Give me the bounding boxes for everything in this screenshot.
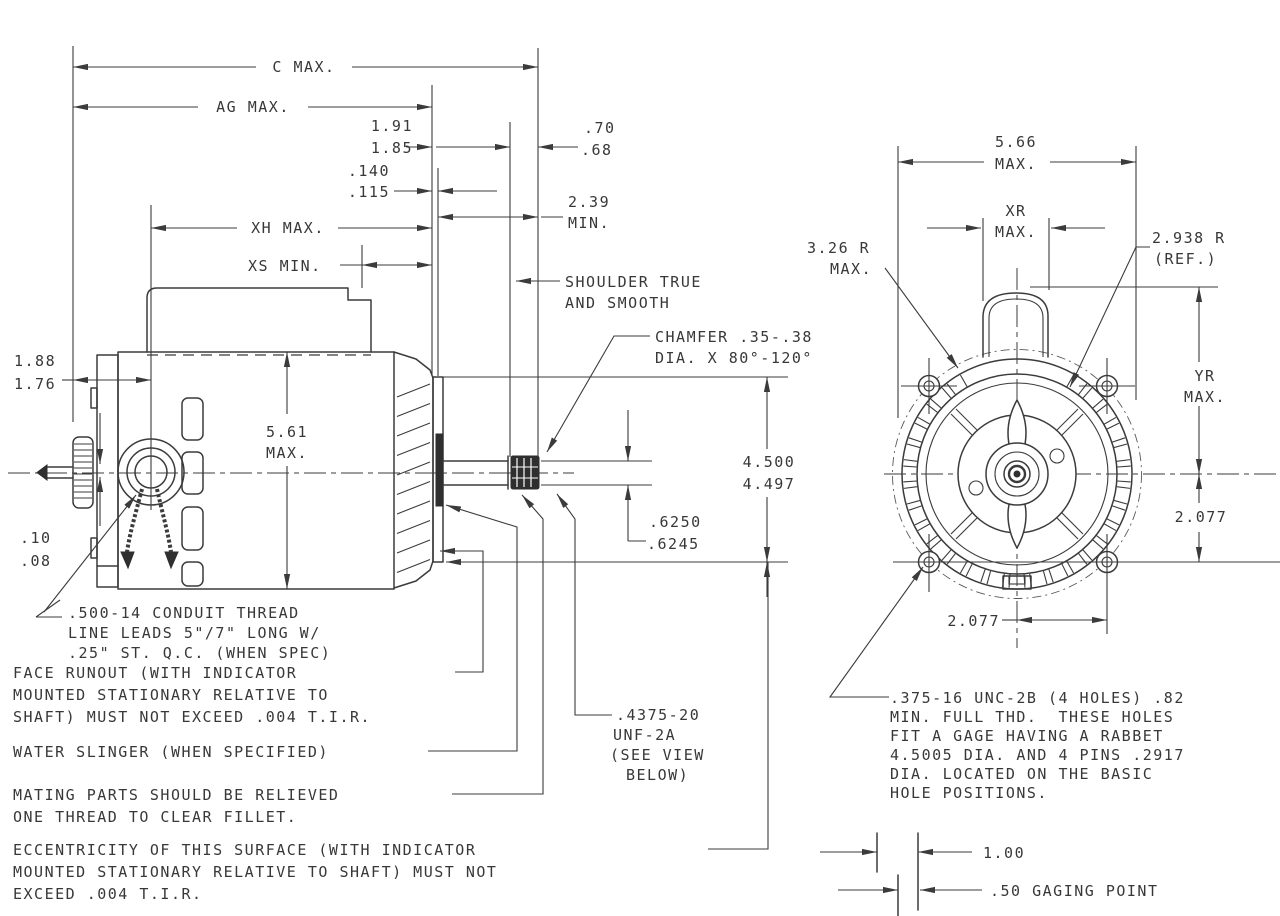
dimension-lines	[62, 63, 771, 597]
lead-wire-left	[125, 488, 144, 553]
dim-6245: .6245	[647, 535, 700, 553]
left-end-plate	[96, 354, 119, 588]
dim-2938r-ref: (REF.)	[1154, 250, 1217, 268]
dim-239: 2.39	[568, 193, 610, 211]
frame-ring-inner	[916, 373, 1118, 575]
note-conduit-1: .500-14 CONDUIT THREAD	[68, 604, 300, 622]
dim-2938r: 2.938 R	[1152, 229, 1226, 247]
note-face-runout-2: MOUNTED STATIONARY RELATIVE TO	[13, 686, 329, 704]
dim-566-max: MAX.	[995, 155, 1037, 173]
note-eccentricity-3: EXCEED .004 T.I.R.	[13, 885, 203, 903]
dim-561-max: MAX.	[266, 444, 308, 462]
dim-yr: YR	[1194, 367, 1215, 385]
dim-6250: .6250	[649, 513, 702, 531]
knob-ribs	[74, 443, 92, 499]
dim-xr-max: MAX.	[995, 223, 1037, 241]
note-holes-5: DIA. LOCATED ON THE BASIC	[890, 765, 1153, 783]
note-eccentricity-2: MOUNTED STATIONARY RELATIVE TO SHAFT) MU…	[13, 863, 497, 881]
dim-c-max: C MAX.	[272, 58, 335, 76]
dim-188: 1.88	[14, 352, 56, 370]
dim-4500: 4.500	[743, 453, 796, 471]
dim-68: .68	[581, 141, 613, 159]
note-holes-6: HOLE POSITIONS.	[890, 784, 1048, 802]
dim-176: 1.76	[14, 375, 56, 393]
note-mating-2: ONE THREAD TO CLEAR FILLET.	[13, 808, 297, 826]
end-view-drawing: 5.66 MAX. XR MAX. 3.26 R MAX. 2.938 R (R…	[807, 133, 1280, 802]
shaft-thread	[510, 455, 540, 490]
note-holes-4: 4.5005 DIA. AND 4 PINS .2917	[890, 746, 1185, 764]
note-shoulder-2: AND SMOOTH	[565, 294, 670, 312]
lead-wire-right	[155, 488, 173, 553]
shaft	[442, 455, 540, 490]
mounting-bolt-holes	[893, 358, 1280, 634]
boss-hole-ne	[1049, 448, 1065, 464]
dim-50-gaging-point: .50 GAGING POINT	[990, 882, 1159, 900]
note-conduit-2: LINE LEADS 5"/7" LONG W/	[68, 624, 321, 642]
end-leader-lines	[828, 246, 1150, 698]
note-conduit-3: .25" ST. Q.C. (WHEN SPEC)	[68, 644, 331, 662]
note-unf-3: (SEE VIEW	[610, 746, 705, 764]
dim-115: .115	[348, 183, 390, 201]
note-unf-4: BELOW)	[626, 766, 689, 784]
vent-slots	[181, 397, 204, 587]
dim-08: .08	[20, 552, 52, 570]
dim-185: 1.85	[371, 139, 413, 157]
note-chamfer-1: CHAMFER .35-.38	[655, 328, 813, 346]
note-face-runout-1: FACE RUNOUT (WITH INDICATOR	[13, 664, 297, 682]
dim-xs-min: XS MIN.	[248, 257, 322, 275]
dim-yr-max: MAX.	[1184, 388, 1226, 406]
note-unf-1: .4375-20	[616, 706, 700, 724]
rear-hub-knob	[72, 436, 94, 509]
dim-100: 1.00	[983, 844, 1025, 862]
bolt-circle	[892, 349, 1142, 599]
note-shoulder-1: SHOULDER TRUE	[565, 273, 702, 291]
dim-191: 1.91	[371, 117, 413, 135]
dim-4497: 4.497	[743, 475, 796, 493]
note-eccentricity-1: ECCENTRICITY OF THIS SURFACE (WITH INDIC…	[13, 841, 476, 859]
gaging-detail: 1.00 .50 GAGING POINT	[820, 832, 1159, 916]
end-terminal-cover-inner	[988, 298, 1044, 357]
end-terminal-cover-outer	[982, 292, 1049, 358]
face-rim	[925, 382, 1109, 566]
end-bell	[393, 351, 434, 589]
side-view-drawing: C MAX. AG MAX. 1.91 1.85 .70 .68 .140 .1…	[8, 46, 813, 903]
boss-hole-sw	[968, 480, 984, 496]
note-unf-2: UNF-2A	[613, 726, 676, 744]
note-face-runout-3: SHAFT) MUST NOT EXCEED .004 T.I.R.	[13, 708, 371, 726]
dim-ag-max: AG MAX.	[216, 98, 290, 116]
dim-566: 5.66	[995, 133, 1037, 151]
note-holes-2: MIN. FULL THD. THESE HOLES	[890, 708, 1174, 726]
extension-lines	[72, 46, 788, 563]
dim-xh-max: XH MAX.	[251, 219, 325, 237]
dim-2077-horizontal: 2.077	[947, 612, 1000, 630]
water-slinger	[435, 433, 444, 507]
dim-561: 5.61	[266, 423, 308, 441]
end-dimension-lines	[897, 146, 1218, 624]
terminal-cover-hump	[146, 287, 372, 353]
leader-lines	[35, 277, 769, 850]
note-mating-1: MATING PARTS SHOULD BE RELIEVED	[13, 786, 339, 804]
dim-140: .140	[348, 162, 390, 180]
note-water-slinger: WATER SLINGER (WHEN SPECIFIED)	[13, 743, 329, 761]
end-bell-ribs	[396, 383, 431, 574]
dim-326r: 3.26 R	[807, 239, 870, 257]
note-holes-3: FIT A GAGE HAVING A RABBET	[890, 727, 1164, 745]
note-chamfer-2: DIA. X 80°-120°	[655, 349, 813, 367]
dim-70: .70	[584, 119, 616, 137]
dim-239-min: MIN.	[568, 214, 610, 232]
rear-shaft-tip	[36, 464, 48, 481]
dim-10: .10	[20, 529, 52, 547]
dim-xr: XR	[1005, 202, 1026, 220]
note-holes-1: .375-16 UNC-2B (4 HOLES) .82	[890, 689, 1185, 707]
dim-326r-max: MAX.	[830, 260, 872, 278]
dim-2077-vertical: 2.077	[1175, 508, 1228, 526]
motor-body	[117, 351, 395, 590]
